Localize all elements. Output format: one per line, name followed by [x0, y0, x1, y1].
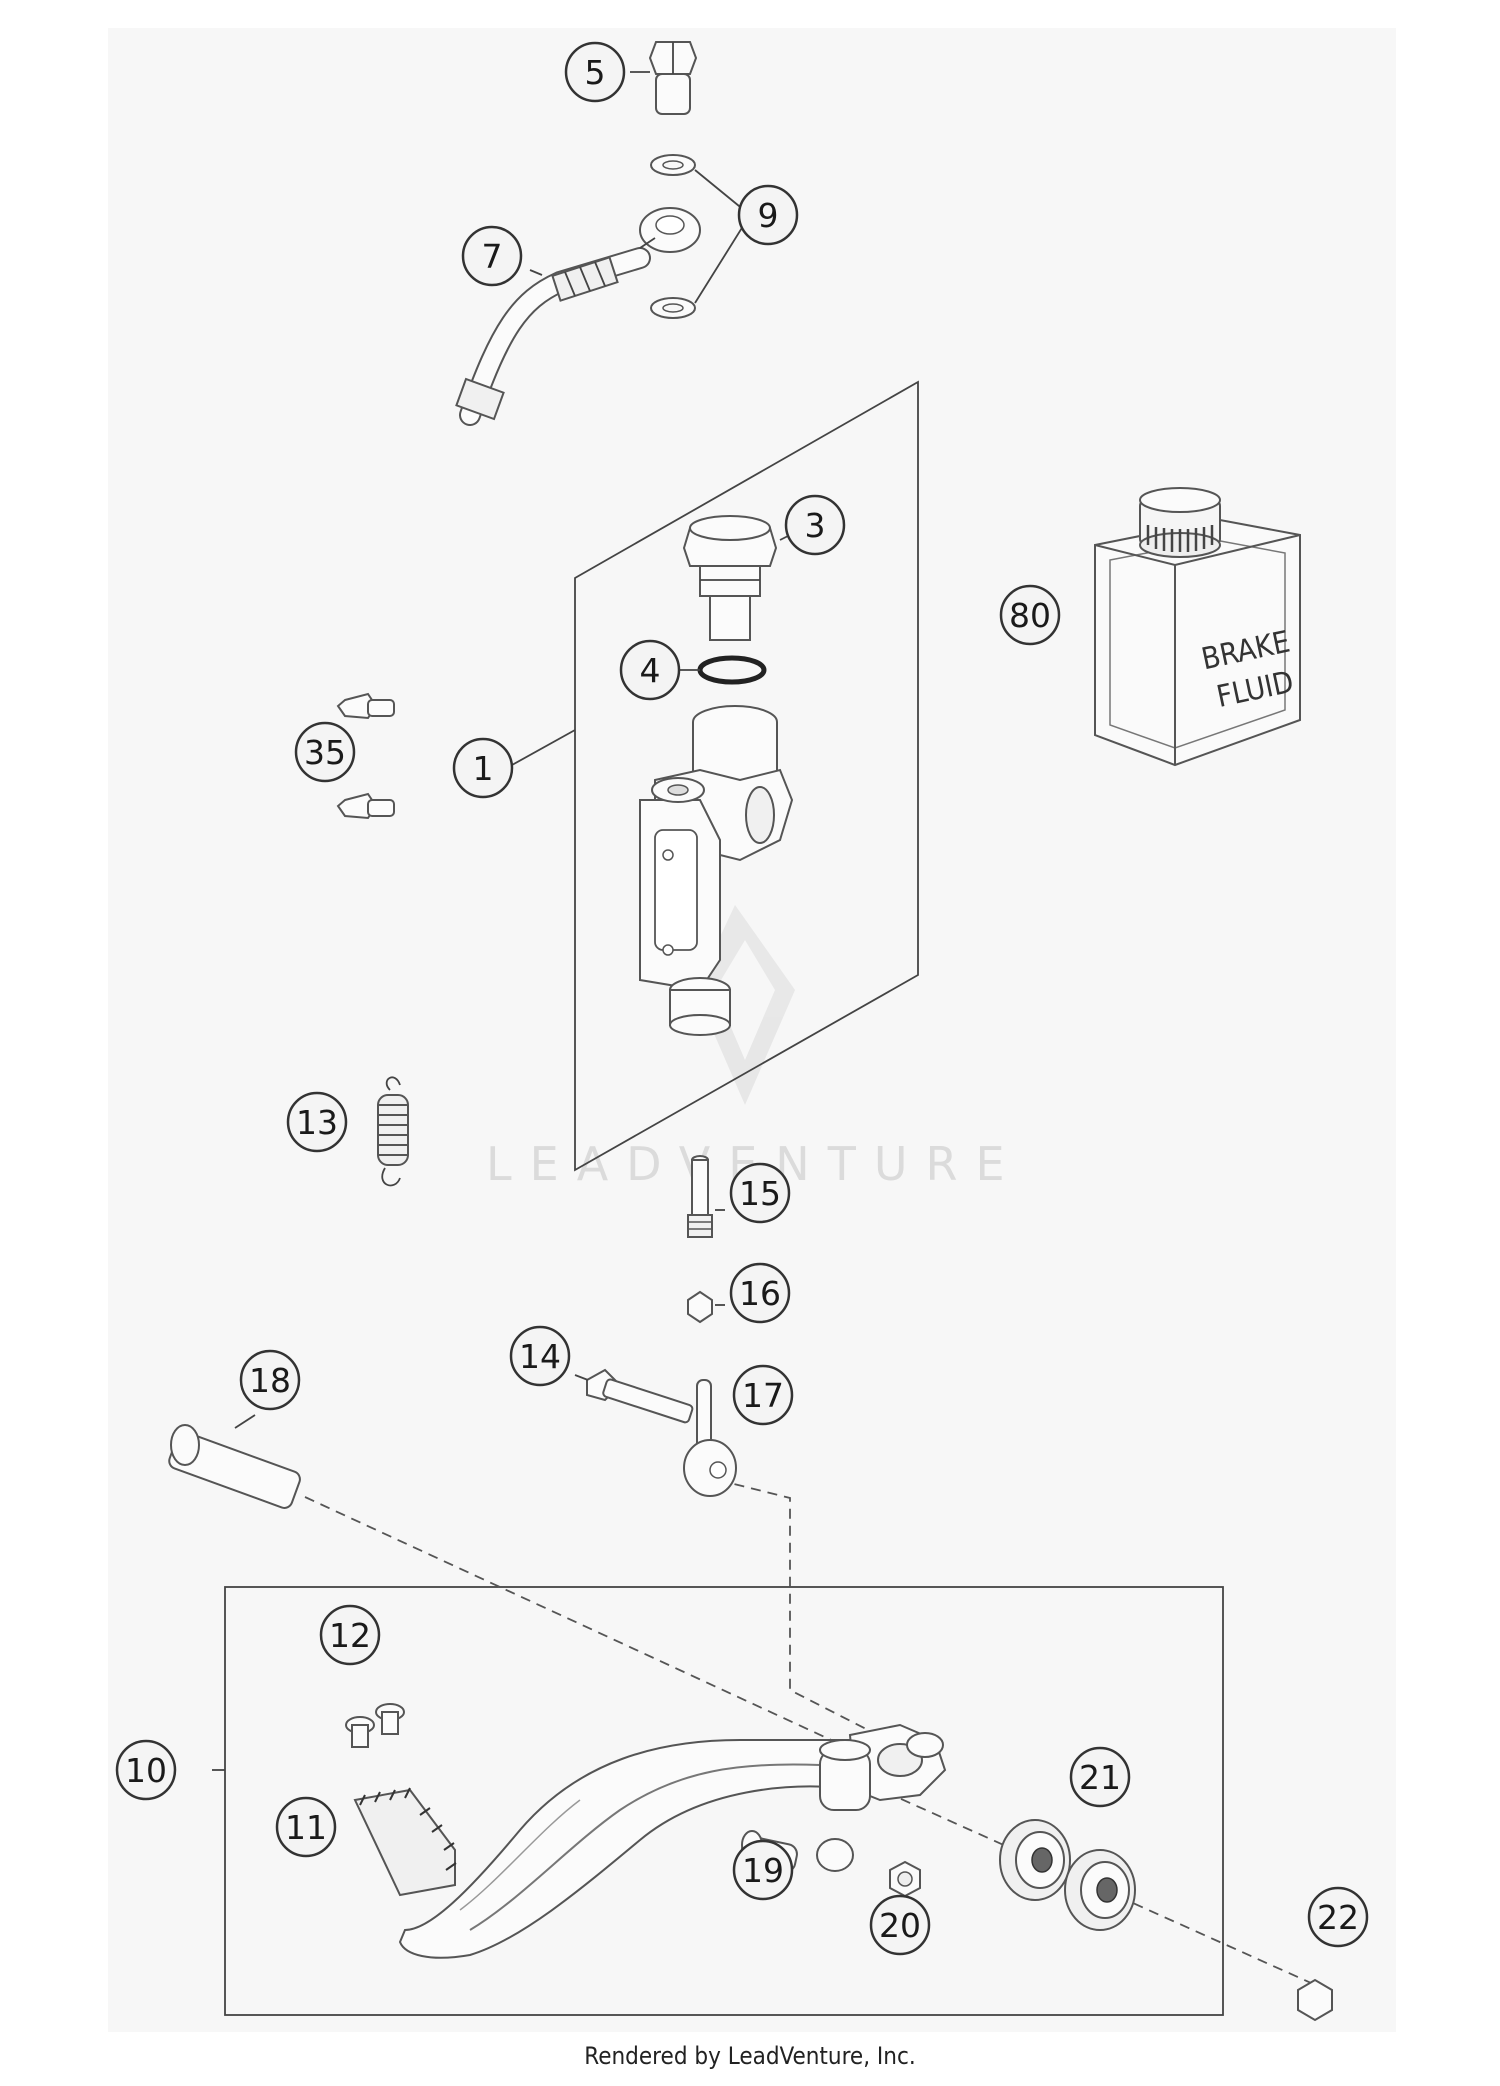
callout-7: 7 — [461, 225, 523, 287]
svg-text:15: 15 — [739, 1174, 781, 1213]
parts-diagram: LEADVENTURE — [108, 28, 1396, 2032]
part-15-push-rod — [687, 1155, 713, 1238]
callout-11: 11 — [275, 1796, 337, 1858]
svg-text:11: 11 — [285, 1808, 327, 1847]
callout-13: 13 — [286, 1091, 348, 1153]
part-11-step-plate — [353, 1787, 457, 1897]
callout-17: 17 — [732, 1364, 794, 1426]
part-20-nut — [889, 1860, 921, 1898]
svg-text:19: 19 — [742, 1851, 784, 1890]
svg-text:10: 10 — [125, 1751, 167, 1790]
part-3-reservoir-fitting — [682, 515, 778, 641]
svg-text:18: 18 — [249, 1361, 291, 1400]
part-9-seal-rings — [650, 154, 696, 319]
callout-1: 1 — [452, 737, 514, 799]
svg-text:14: 14 — [519, 1337, 561, 1376]
part-22-bolt — [1297, 1978, 1333, 2022]
part-7-brake-line — [455, 207, 701, 426]
part-5-banjo-bolt — [648, 41, 698, 115]
part-1-master-cylinder — [639, 705, 794, 1036]
part-13-spring — [377, 1076, 409, 1187]
svg-text:20: 20 — [879, 1906, 921, 1945]
svg-text:5: 5 — [585, 53, 606, 92]
svg-text:16: 16 — [739, 1274, 781, 1313]
render-credit-footer: Rendered by LeadVenture, Inc. — [584, 2042, 916, 2070]
callout-14: 14 — [509, 1325, 571, 1387]
svg-text:21: 21 — [1079, 1758, 1121, 1797]
callout-12: 12 — [319, 1604, 381, 1666]
svg-text:7: 7 — [482, 237, 503, 276]
part-21-bearings — [999, 1819, 1136, 1931]
svg-text:3: 3 — [805, 506, 826, 545]
callout-21: 21 — [1069, 1746, 1131, 1808]
callout-9: 9 — [737, 184, 799, 246]
callout-22: 22 — [1307, 1886, 1369, 1948]
svg-text:1: 1 — [473, 749, 494, 788]
brake-pedal-group-frame — [224, 1586, 1224, 2016]
callout-15: 15 — [729, 1162, 791, 1224]
callout-4: 4 — [619, 639, 681, 701]
svg-text:13: 13 — [296, 1103, 338, 1142]
callout-5: 5 — [564, 41, 626, 103]
diagram-background — [108, 28, 1396, 2032]
part-35-screws — [336, 692, 395, 820]
brake-pedal-lever — [398, 1723, 947, 1959]
svg-text:17: 17 — [742, 1376, 784, 1415]
svg-text:80: 80 — [1009, 596, 1051, 635]
svg-text:22: 22 — [1317, 1898, 1359, 1937]
svg-text:9: 9 — [758, 196, 779, 235]
part-80-brake-fluid-container: BRAKE FLUID — [1094, 487, 1301, 767]
master-cylinder-group-frame — [574, 380, 919, 1172]
svg-text:35: 35 — [304, 733, 346, 772]
callout-3: 3 — [784, 494, 846, 556]
svg-text:12: 12 — [329, 1616, 371, 1655]
callout-16: 16 — [729, 1262, 791, 1324]
part-17-fork-head — [683, 1379, 737, 1497]
part-12-rivets — [345, 1703, 405, 1748]
callout-20: 20 — [869, 1894, 931, 1956]
part-16-nut — [687, 1290, 713, 1324]
part-18-shaft — [168, 1424, 301, 1509]
callout-80: 80 — [999, 584, 1061, 646]
part-14-pin — [586, 1368, 694, 1424]
callout-10: 10 — [115, 1739, 177, 1801]
callout-35: 35 — [294, 721, 356, 783]
svg-text:4: 4 — [640, 651, 661, 690]
callout-18: 18 — [239, 1349, 301, 1411]
callout-19: 19 — [732, 1839, 794, 1901]
